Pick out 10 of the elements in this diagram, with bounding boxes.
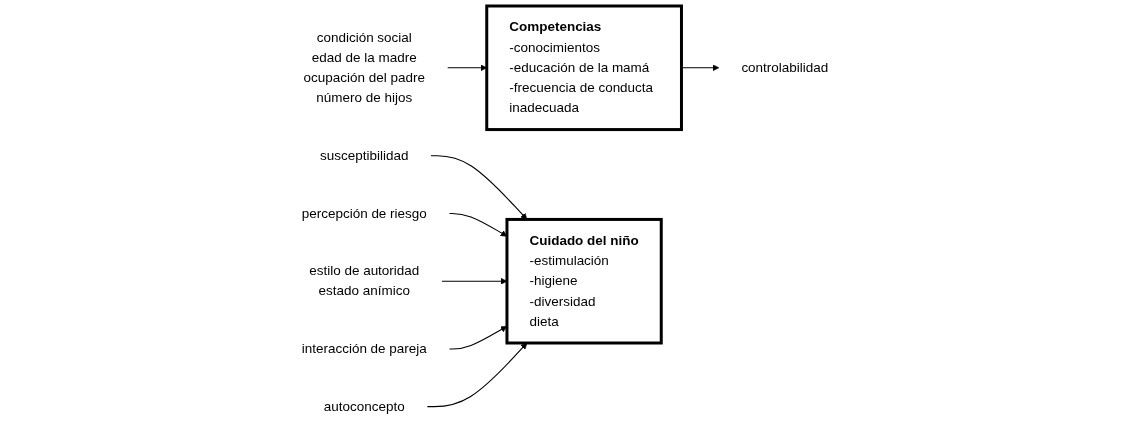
node-text: autoconcepto <box>323 398 405 414</box>
node-text: interacción de pareja <box>301 341 427 357</box>
node-text: susceptibilidad <box>320 147 409 163</box>
node-box: Cuidado del niño -estimulación -higiene -diversidad dieta <box>505 217 663 345</box>
arrow <box>430 155 528 220</box>
node-text: condición social edad de la madre ocupación del padre número de hijos <box>303 29 425 106</box>
node-box: Competencias -conocimientos -educación de la mamá -frecuencia de conducta inadecuada <box>485 4 683 132</box>
node-text: estilo de autoridad estado anímico <box>309 263 420 299</box>
node-text: controlabilidad <box>741 59 829 75</box>
node-text: percepción de riesgo <box>301 205 427 221</box>
